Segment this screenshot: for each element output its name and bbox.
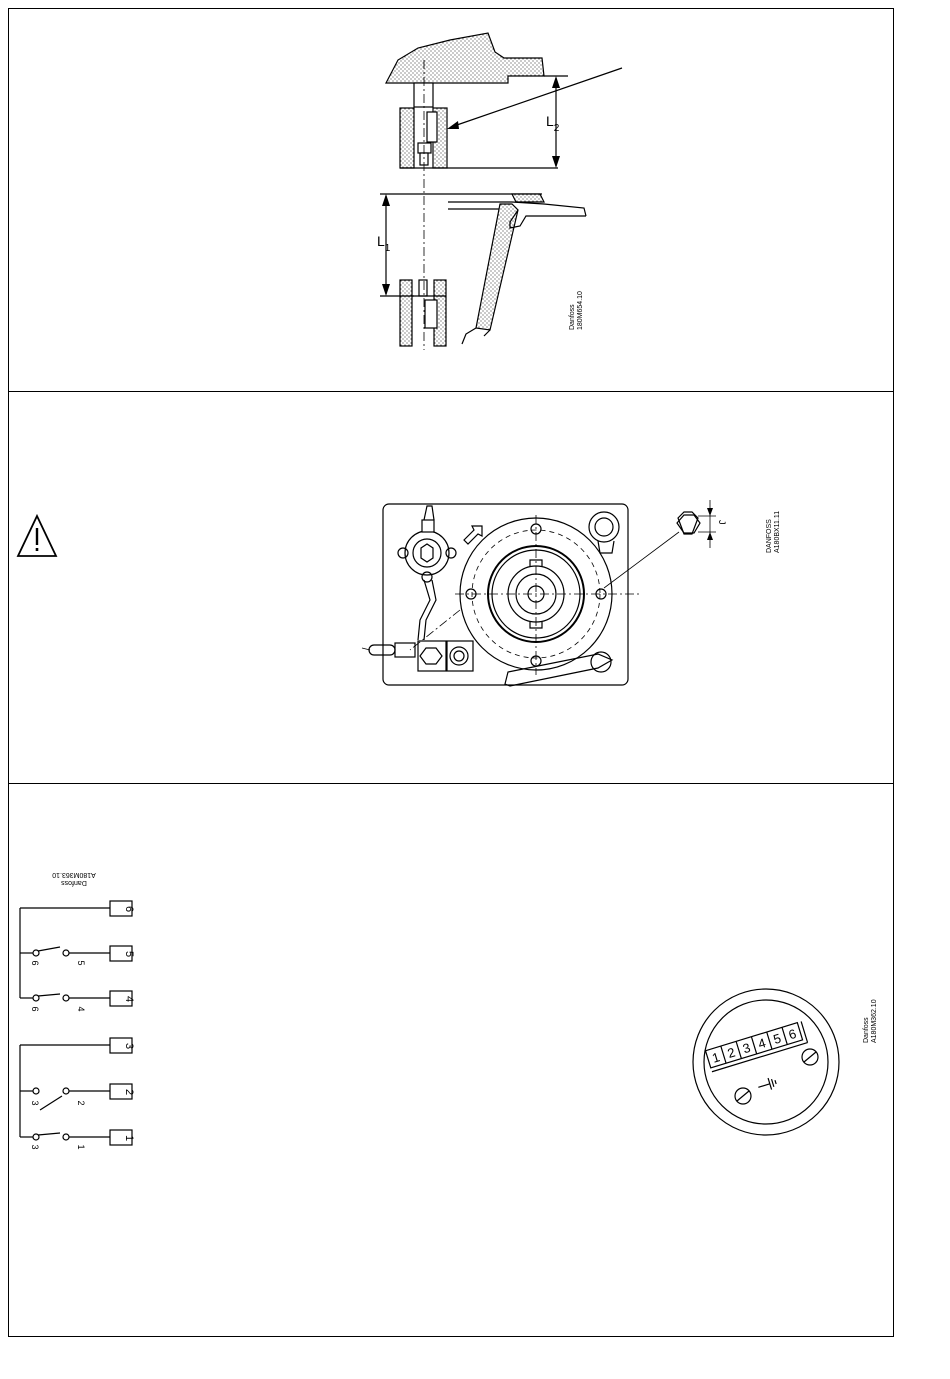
earth-ground-icon [757, 1076, 778, 1093]
contact-num: 6 [30, 1006, 40, 1011]
svg-text:Danfoss: Danfoss [569, 304, 576, 330]
fig2-reference: DANFOSS A180BX11.11 [766, 511, 781, 553]
ring-nut [589, 512, 619, 542]
contact-num: 3 [30, 1144, 40, 1149]
strip-terminal-3: 3 [741, 1040, 752, 1056]
contact-3-1-right [63, 1134, 69, 1140]
contact-num: 2 [76, 1100, 86, 1105]
manual-lever [369, 645, 395, 655]
svg-text:DANFOSS: DANFOSS [766, 519, 773, 553]
lower-seal [512, 194, 544, 202]
contact-num: 3 [30, 1100, 40, 1105]
contact-num: 5 [76, 960, 86, 965]
upper-key [427, 112, 437, 142]
upper-collar [418, 143, 431, 153]
terminal-label-6: 6 [123, 906, 135, 912]
actuator-top-view: J DANFOSS A180BX11.11 [362, 500, 781, 686]
warning-triangle-icon [18, 516, 56, 556]
terminal-strip: 1 2 3 4 5 6 [706, 1021, 808, 1071]
lower-key [425, 300, 437, 328]
svg-text:A180BX11.11: A180BX11.11 [774, 511, 781, 553]
svg-text:A180M362.10: A180M362.10 [871, 999, 878, 1043]
terminal-label-2: 2 [123, 1089, 135, 1095]
upper-casting [386, 33, 544, 83]
strip-terminal-4: 4 [756, 1035, 767, 1051]
fig3-reference: Danfoss A180M363.10 [52, 871, 96, 886]
terminal-label-5: 5 [123, 951, 135, 957]
contact-3-2-right [63, 1088, 69, 1094]
contact-3-2-left [33, 1088, 39, 1094]
strip-terminal-5: 5 [771, 1031, 782, 1047]
strip-terminal-6: 6 [787, 1026, 798, 1042]
svg-text:Danfoss: Danfoss [863, 1017, 870, 1043]
svg-text:Danfoss: Danfoss [61, 879, 87, 886]
lower-housing-wall [476, 204, 518, 330]
svg-text:A180M363.10: A180M363.10 [52, 871, 96, 878]
pilot-valve [405, 531, 449, 575]
contact-6-5-right [63, 950, 69, 956]
fig4-reference: Danfoss A180M362.10 [863, 999, 878, 1043]
terminal-block-figure: 1 2 3 4 5 6 Danfoss A180M362.10 [693, 989, 878, 1135]
upper-bushing-left [400, 108, 414, 168]
lower-pin [419, 280, 427, 296]
hex-leader [604, 532, 679, 588]
svg-text:180M654.10: 180M654.10 [577, 291, 584, 330]
terminal-label-4: 4 [123, 996, 135, 1002]
wiring-diagram: 6 5 4 3 2 1 6 5 6 4 3 2 3 1 Danfoss A180… [20, 871, 135, 1150]
terminal-label-1: 1 [123, 1135, 135, 1141]
valve-stem [422, 520, 434, 532]
l2-label: L2 [546, 113, 560, 134]
contact-num: 6 [30, 960, 40, 965]
upper-spindle [414, 83, 433, 107]
rotation-arrow [464, 526, 482, 544]
l1-label: L1 [377, 233, 391, 254]
strip-terminal-1: 1 [710, 1049, 721, 1065]
contact-num: 4 [76, 1006, 86, 1011]
fig1-reference: Danfoss 180M654.10 [569, 291, 584, 330]
lower-bushing-left [400, 280, 412, 346]
terminal-label-3: 3 [123, 1043, 135, 1049]
strip-terminal-2: 2 [726, 1045, 737, 1061]
contact-6-4-right [63, 995, 69, 1001]
pointer-arrowhead [447, 121, 459, 129]
terminal-block-inner [704, 1000, 828, 1124]
solenoid-block-right [447, 641, 473, 671]
contact-num: 1 [76, 1144, 86, 1149]
mounting-dimension-figure: L2 L1 Danfoss 180M654.10 [377, 33, 622, 350]
gap-label: J [717, 520, 727, 525]
